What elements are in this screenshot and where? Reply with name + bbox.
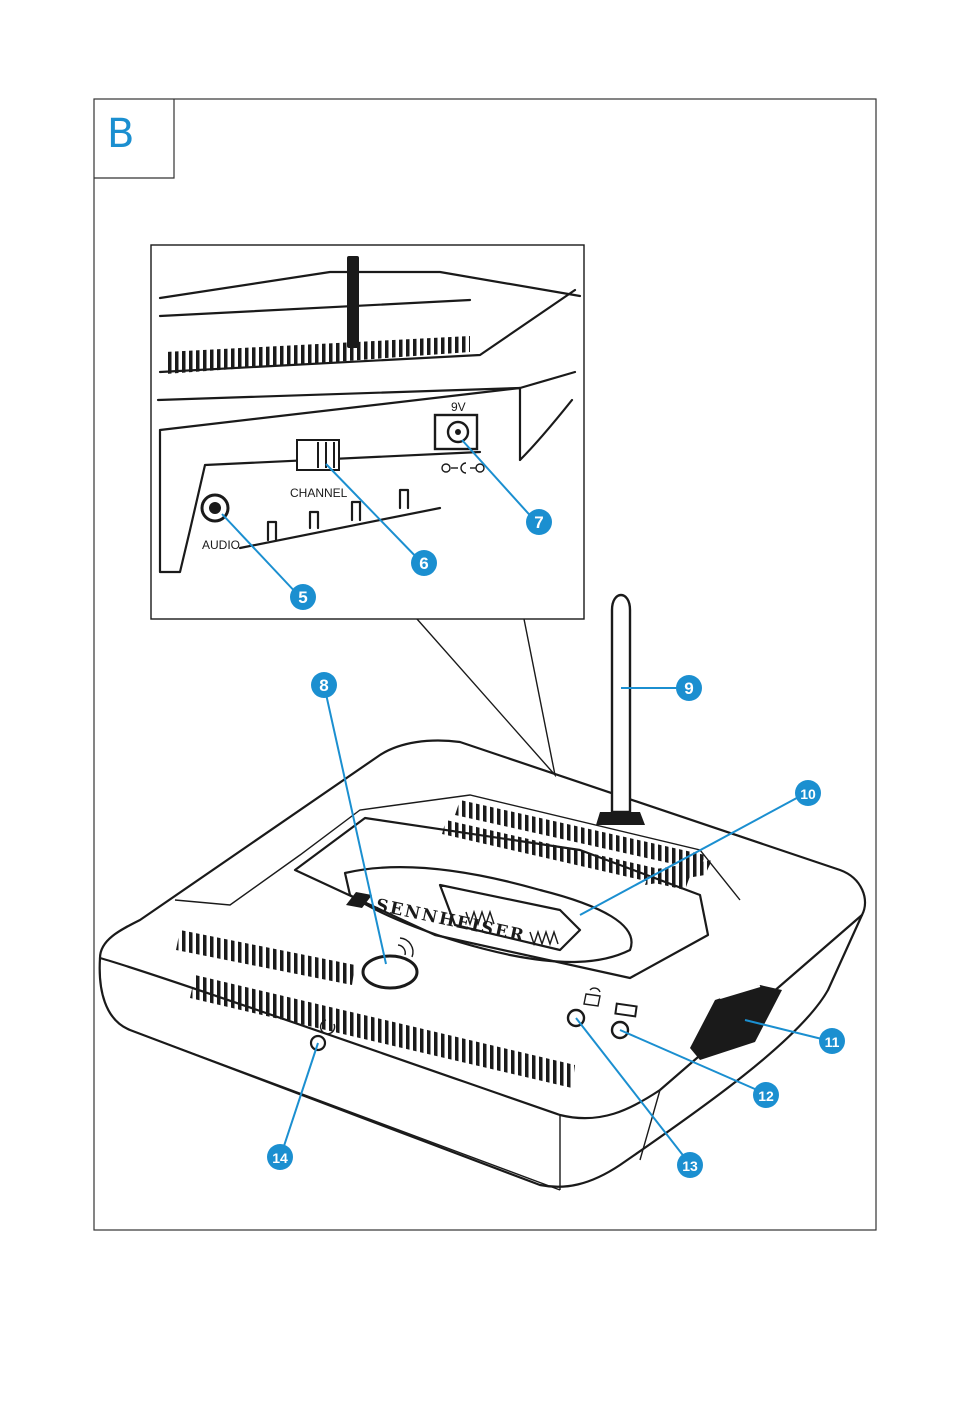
brand-logo: SENNHEISER: [346, 892, 527, 947]
leader-8: [324, 685, 386, 964]
callout-14-number: 14: [272, 1150, 288, 1166]
callout-5: 5: [290, 584, 316, 610]
callout-6: 6: [411, 550, 437, 576]
channel-switch: [297, 440, 339, 470]
inset-rear-grille: [165, 336, 470, 374]
callout-10: 10: [795, 780, 821, 806]
callout-12: 12: [753, 1082, 779, 1108]
polarity-symbol: [442, 463, 484, 473]
audio-label: AUDIO: [202, 538, 240, 552]
callout-6-number: 6: [419, 554, 428, 573]
main-button: [363, 938, 417, 988]
callout-5-number: 5: [298, 588, 307, 607]
callout-7: 7: [526, 509, 552, 535]
link-button: [568, 988, 600, 1026]
callout-10-number: 10: [800, 786, 816, 802]
dc-socket: [435, 415, 477, 449]
channel-label: CHANNEL: [290, 486, 348, 500]
callout-8: 8: [311, 672, 337, 698]
voltage-label: 9V: [451, 400, 466, 414]
base-lower-edge: [130, 1030, 660, 1190]
callout-11: 11: [819, 1028, 845, 1054]
callout-14: 14: [267, 1144, 293, 1170]
inset-top-housing: [158, 272, 580, 400]
inset-rear-view: AUDIO CHANNEL 9V: [151, 245, 584, 775]
callout-9: 9: [676, 675, 702, 701]
leader-5: [222, 514, 300, 597]
inset-antenna: [347, 256, 359, 348]
leader-7: [462, 440, 536, 522]
transmitter-base: SENNHEISER: [100, 595, 865, 1190]
leader-13: [576, 1018, 689, 1163]
callout-9-number: 9: [684, 679, 693, 698]
callout-13-number: 13: [682, 1158, 698, 1174]
panel-tag: B: [107, 111, 134, 157]
callout-7-number: 7: [534, 513, 543, 532]
battery-slot: [690, 985, 782, 1060]
callout-13: 13: [677, 1152, 703, 1178]
front-grille-upper: [176, 930, 355, 985]
front-grille-lower: [190, 975, 575, 1088]
callout-11-number: 11: [825, 1034, 840, 1050]
callout-8-number: 8: [319, 676, 328, 695]
callout-12-number: 12: [758, 1088, 774, 1104]
